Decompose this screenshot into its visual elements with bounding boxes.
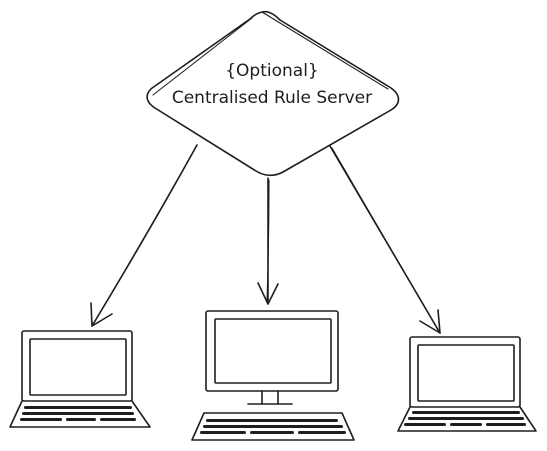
server-diamond-sketch-overstroke bbox=[152, 11, 389, 96]
connection-arrows bbox=[90, 144, 441, 334]
arrow-to-left-laptop bbox=[90, 144, 198, 327]
server-label-optional: {Optional} bbox=[225, 61, 319, 81]
server-label-title: Centralised Rule Server bbox=[172, 88, 372, 108]
left-laptop-keyboard bbox=[20, 406, 136, 421]
server-node: {Optional} Centralised Rule Server bbox=[146, 10, 400, 177]
right-laptop-icon bbox=[397, 336, 537, 432]
desktop-keyboard bbox=[200, 419, 346, 434]
right-laptop-keyboard bbox=[404, 411, 526, 426]
arrow-to-right-laptop bbox=[329, 145, 441, 334]
left-laptop-icon bbox=[9, 330, 151, 428]
arrow-to-desktop bbox=[257, 177, 279, 305]
desktop-monitor-icon bbox=[191, 310, 355, 441]
